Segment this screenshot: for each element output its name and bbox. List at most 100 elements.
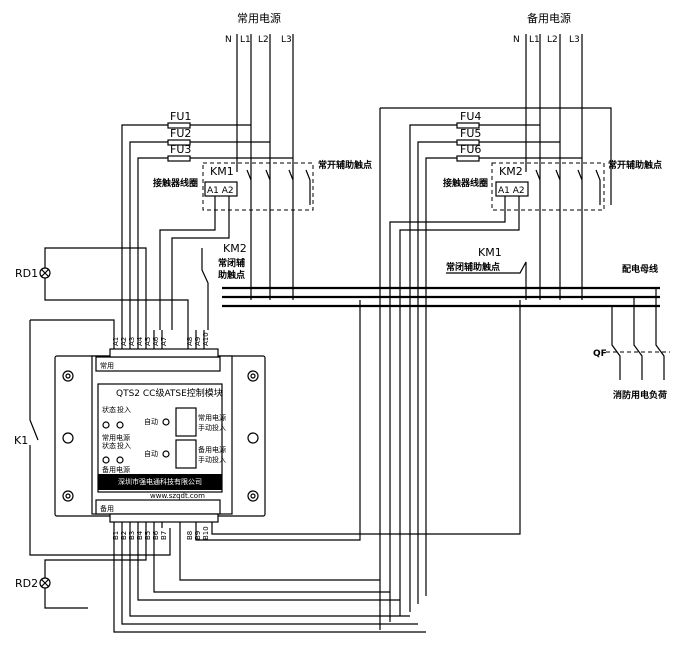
- terminal-b8: B8: [186, 531, 194, 540]
- module-a-terminal-labels: A1 A2 A3 A4 A5 A6 A7 A8 A9 A10: [112, 332, 210, 346]
- k1-label: K1: [14, 434, 28, 447]
- terminal-b3: B3: [128, 531, 136, 540]
- k1-switch: [29, 319, 171, 556]
- rd2-indicator: [39, 528, 147, 609]
- fuse-fu1: FU1: [170, 110, 191, 123]
- rd1-label: RD1: [15, 267, 38, 280]
- backup-status-label: 状态: [102, 441, 116, 450]
- main-phase-lines: [236, 34, 294, 300]
- load-label: 消防用电负荷: [613, 389, 667, 401]
- km2-coil-terminals: A1 A2: [498, 186, 525, 196]
- backup-phase-l2: L2: [547, 35, 558, 45]
- main-phase-l1: L1: [240, 35, 251, 45]
- terminal-a4: A4: [136, 336, 144, 346]
- km2-no-aux-label: 常开辅助触点: [608, 159, 662, 171]
- km1-coil: [204, 181, 238, 197]
- main-manual-label-1: 常用电源: [198, 413, 226, 422]
- main-status-label: 状态: [102, 405, 116, 414]
- km1-label: KM1: [210, 165, 234, 178]
- terminal-b7: B7: [160, 531, 168, 540]
- qf-breaker: [606, 288, 670, 380]
- module-backup-side-label: 备用: [100, 504, 114, 513]
- backup-fuses: [409, 122, 582, 612]
- module-main-side-label: 常用: [100, 361, 114, 370]
- backup-power-indicator-label: 备用电源: [102, 465, 130, 474]
- backup-input-label: 投入: [117, 441, 131, 450]
- qf-label: QF: [593, 349, 607, 359]
- terminal-b9: B9: [194, 531, 202, 540]
- backup-phase-lines: [525, 34, 583, 300]
- terminal-b4: B4: [136, 530, 144, 540]
- backup-manual-label-1: 备用电源: [198, 445, 226, 454]
- backup-power-label: 备用电源: [527, 11, 571, 25]
- fuse-fu3: FU3: [170, 143, 191, 156]
- terminal-a3: A3: [128, 337, 136, 346]
- fuse-fu6: FU6: [460, 143, 481, 156]
- main-power-label: 常用电源: [237, 11, 281, 25]
- module-top-terminals: [109, 330, 219, 358]
- terminal-b1: B1: [112, 531, 120, 540]
- main-power-indicator-label: 常用电源: [102, 433, 130, 442]
- km1-switch-contacts: [246, 169, 311, 205]
- km2-label: KM2: [223, 242, 247, 255]
- backup-phase-l1: L1: [529, 35, 540, 45]
- company-name: 深圳市强电通科技有限公司: [118, 477, 202, 486]
- terminal-b2: B2: [120, 531, 128, 540]
- module-title: QTS2 CC级ATSE控制模块: [116, 387, 223, 399]
- km2-coil-label: 接触器线圈: [443, 177, 488, 189]
- km1-no-aux-label: 常开辅助触点: [318, 159, 372, 171]
- terminal-b10: B10: [202, 526, 210, 540]
- backup-phase-l3: L3: [569, 35, 580, 45]
- km1-coil-wire-a1: [159, 196, 216, 330]
- terminal-a9: A9: [194, 337, 202, 346]
- main-input-label: 投入: [117, 405, 131, 414]
- backup-phase-n: N: [513, 35, 520, 45]
- fuse-fu5: FU5: [460, 127, 481, 140]
- km1-coil-label: 接触器线圈: [153, 177, 198, 189]
- main-phase-l3: L3: [281, 35, 292, 45]
- terminal-b5: B5: [144, 531, 152, 540]
- terminal-a5: A5: [144, 337, 152, 346]
- km2-contactor-label: KM2: [499, 165, 523, 178]
- km2-coil: [495, 181, 529, 197]
- terminal-b6: B6: [152, 530, 160, 540]
- terminal-a6: A6: [152, 336, 160, 346]
- terminal-a2: A2: [120, 337, 128, 346]
- km1-coil-terminals: A1 A2: [207, 186, 234, 196]
- km1-nc-contact: [446, 261, 527, 300]
- module-b-terminal-labels: B1 B2 B3 B4 B5 B6 B7 B8 B9 B10: [112, 526, 210, 540]
- km1-nc-aux-label: 常闭辅助触点: [446, 261, 500, 273]
- km2-nc-label-2: 助触点: [218, 269, 245, 281]
- terminal-a7: A7: [160, 337, 168, 346]
- auto-label-2: 自动: [144, 449, 158, 458]
- backup-control-loop: [380, 107, 612, 205]
- atse-control-module: [54, 355, 266, 517]
- km1-coil-wire-a2: [171, 196, 230, 330]
- auto-label-1: 自动: [144, 417, 158, 426]
- backup-manual-label-2: 手动投入: [198, 455, 226, 464]
- km2-dashed-frame: [491, 162, 605, 211]
- terminal-a1: A1: [112, 337, 120, 346]
- module-bottom-terminals: [109, 513, 219, 528]
- module-bottom-wires: [113, 300, 521, 633]
- terminal-a8: A8: [186, 337, 194, 346]
- main-phase-l2: L2: [258, 35, 269, 45]
- website: www.szqdt.com: [150, 492, 205, 500]
- terminal-a10: A10: [202, 332, 210, 346]
- km1-nc-label: KM1: [478, 246, 502, 259]
- busbar-label: 配电母线: [622, 263, 658, 275]
- km2-coil-wire-a1: [389, 196, 506, 622]
- km2-nc-label-1: 常闭辅: [218, 257, 245, 269]
- fuse-fu2: FU2: [170, 127, 191, 140]
- fuse-fu4: FU4: [460, 110, 481, 123]
- rd1-indicator: [39, 247, 189, 330]
- km1-dashed-frame: [202, 162, 314, 211]
- rd2-label: RD2: [15, 577, 38, 590]
- main-fuses: [121, 122, 293, 330]
- km2-coil-wire-a2: [399, 196, 520, 616]
- distribution-busbar: [222, 286, 660, 308]
- main-manual-label-2: 手动投入: [198, 423, 226, 432]
- km2-switch-contacts: [535, 169, 601, 205]
- km2-nc-contact: [201, 248, 209, 330]
